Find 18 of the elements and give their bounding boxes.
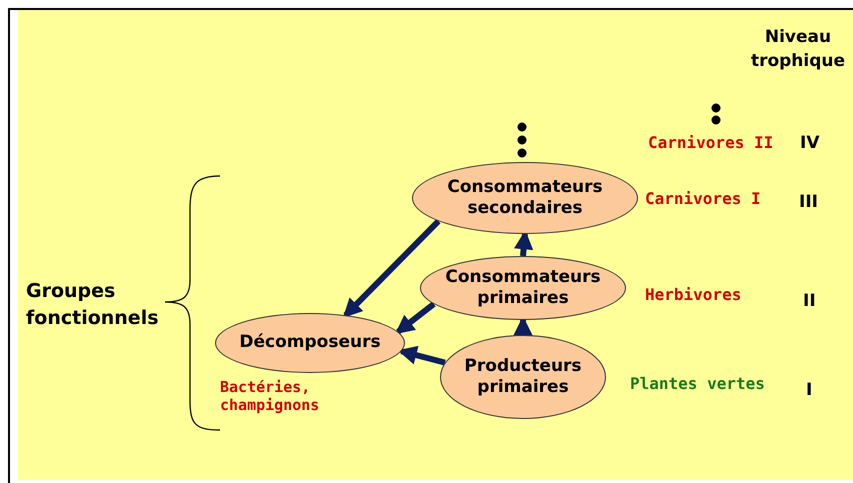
level-heading: Niveau trophique [750, 26, 846, 73]
trophic-group: Herbivores [645, 285, 742, 304]
group-name: Producteurs primaires [463, 356, 583, 398]
level-numeral: III [799, 192, 818, 212]
trophic-group: Plantes vertes [630, 374, 765, 393]
level-numeral: I [806, 380, 812, 400]
arrow [342, 219, 441, 318]
arrow [398, 346, 446, 366]
level-numeral: II [803, 291, 816, 311]
trophic-group: Carnivores I [645, 189, 761, 208]
level-numeral: IV [800, 133, 820, 153]
trophic-group: Carnivores II [648, 133, 774, 152]
group-name: Décomposeurs [239, 332, 381, 354]
arrow [395, 302, 436, 334]
group-name: Consommateurs secondaires [446, 176, 604, 220]
side-heading: Groupes fonctionnels [26, 279, 160, 331]
example-text: Bactéries, champignons [220, 378, 320, 414]
group-name: Consommateurs primaires [444, 266, 602, 310]
